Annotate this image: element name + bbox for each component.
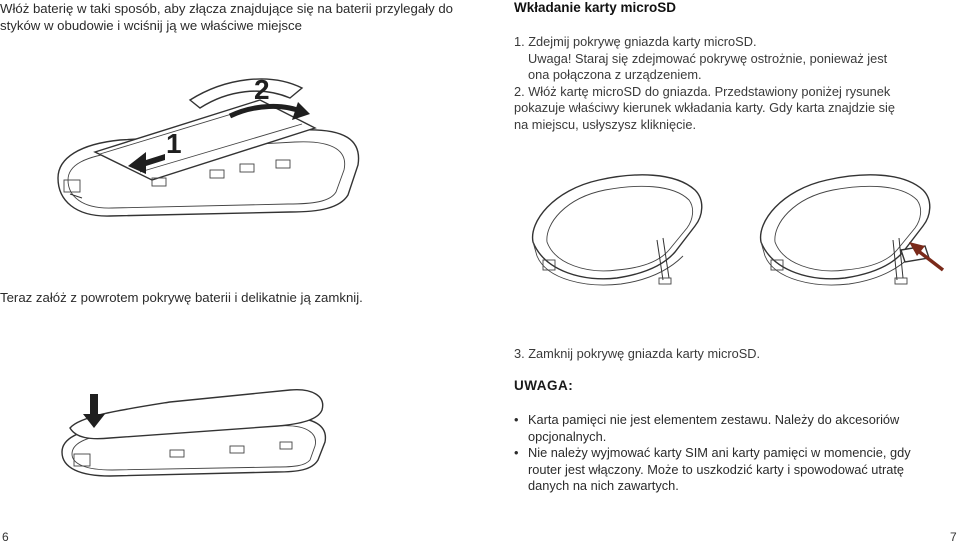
step-2: 2. Włóż kartę microSD do gniazda. Przeds…	[514, 83, 895, 132]
notes-list: Karta pamięci nie jest elementem zestawu…	[514, 412, 934, 495]
step-1-note: Uwaga! Staraj się zdejmować pokrywę ostr…	[528, 50, 888, 83]
battery-intro-text: Włóż baterię w taki sposób, aby złącza z…	[0, 1, 454, 33]
close-cover-text: Teraz załóż z powrotem pokrywę baterii i…	[0, 290, 363, 305]
device-left	[531, 174, 703, 286]
device-right	[759, 174, 931, 286]
page-number-right: 7	[950, 530, 957, 544]
microsd-insertion-figure	[531, 174, 945, 286]
steps-list: 1. Zdejmij pokrywę gniazda karty microSD…	[514, 34, 924, 134]
step-1: 1. Zdejmij pokrywę gniazda karty microSD…	[514, 34, 757, 49]
battery-insertion-figure	[57, 78, 360, 217]
note-item: Karta pamięci nie jest elementem zestawu…	[514, 412, 934, 445]
figure-label-1: 1	[166, 128, 182, 159]
figure-label-2: 2	[254, 74, 270, 105]
page-number-left: 6	[2, 530, 9, 544]
step-3: 3. Zamknij pokrywę gniazda karty microSD…	[514, 346, 761, 361]
note-item: Nie należy wyjmować karty SIM ani karty …	[514, 445, 934, 495]
uwaga-label: UWAGA:	[514, 378, 574, 393]
section-heading: Wkładanie karty microSD	[514, 0, 677, 15]
cover-closing-figure	[61, 389, 327, 477]
